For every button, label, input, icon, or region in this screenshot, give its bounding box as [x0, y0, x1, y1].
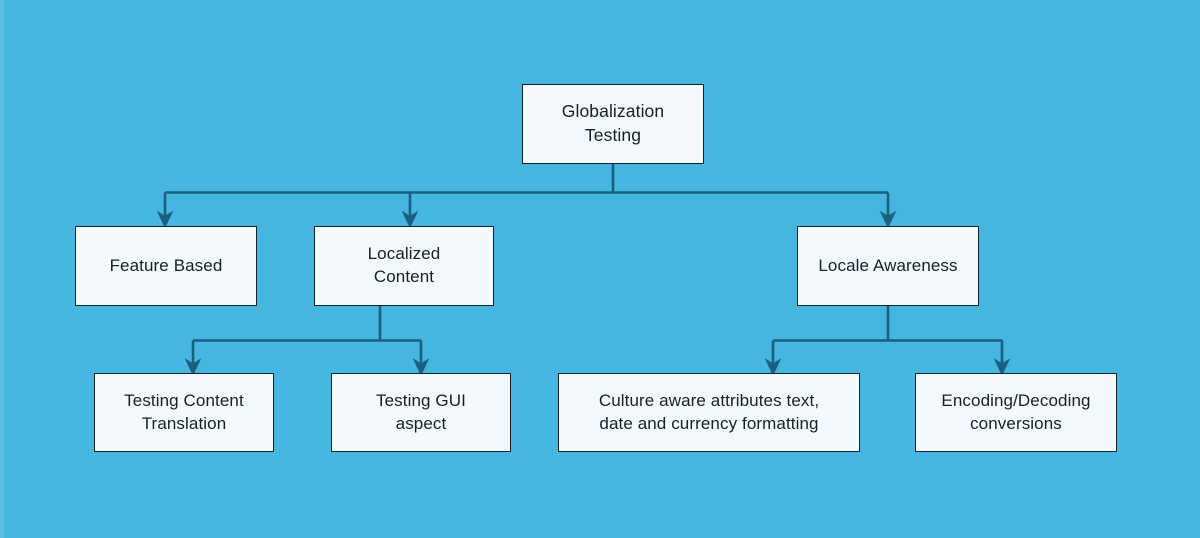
node-globalization-testing[interactable]: Globalization Testing [522, 84, 704, 164]
node-testing-gui-aspect[interactable]: Testing GUI aspect [331, 373, 511, 452]
node-locale-awareness[interactable]: Locale Awareness [797, 226, 979, 306]
node-label: Culture aware attributes text, date and … [598, 390, 820, 433]
node-label: Encoding/Decoding conversions [941, 390, 1091, 433]
node-label: Globalization Testing [561, 101, 665, 145]
node-localized-content[interactable]: Localized Content [314, 226, 494, 306]
node-label: Localized Content [367, 244, 441, 286]
node-label: Feature Based [109, 255, 223, 275]
node-label: Testing GUI aspect [376, 390, 466, 433]
node-culture-aware-attributes[interactable]: Culture aware attributes text, date and … [558, 373, 860, 452]
node-testing-content-translation[interactable]: Testing Content Translation [94, 373, 274, 452]
node-feature-based[interactable]: Feature Based [75, 226, 257, 306]
node-label: Locale Awareness [818, 255, 958, 275]
canvas-left-edge-strip [0, 0, 4, 538]
node-label: Testing Content Translation [124, 390, 244, 433]
node-encoding-decoding-conversions[interactable]: Encoding/Decoding conversions [915, 373, 1117, 452]
